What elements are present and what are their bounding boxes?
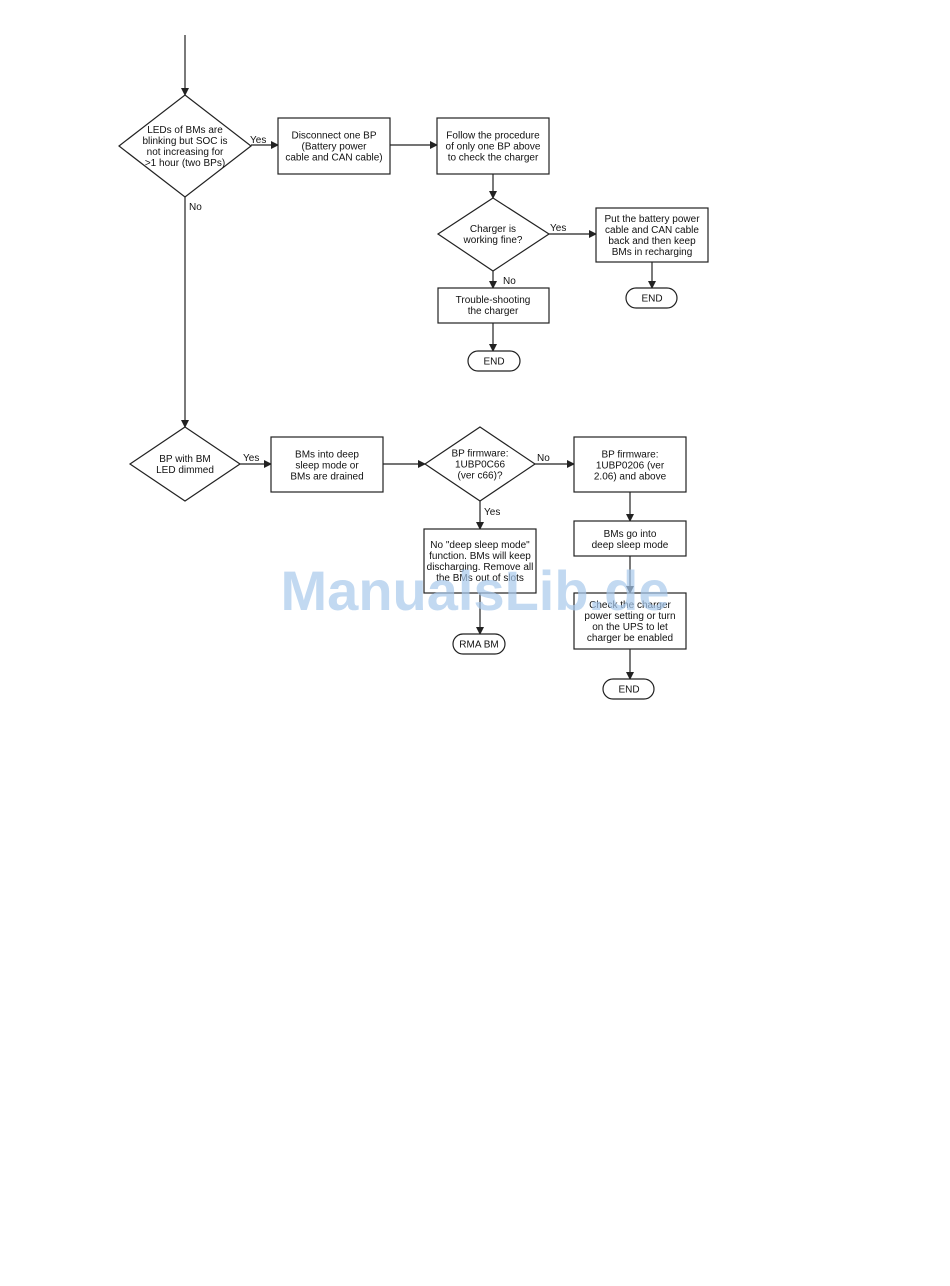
node-text-line: the BMs out of slots [436,573,524,584]
node-text-line: on the UPS to let [592,622,668,633]
node-text-line: END [483,357,504,368]
node-text-line: END [618,685,639,696]
node-text-line: RMA BM [459,640,498,651]
decision-bp-firmware-text: BP firmware:1UBP0C66(ver c66)? [451,449,508,482]
node-text-line: working fine? [463,235,523,246]
node-text-line: (Battery power [301,142,367,153]
decision-bp-firmware [423,426,537,502]
node-text-line: BMs go into [604,529,657,540]
terminal-end-2-text: END [483,357,504,368]
node-text-line: power setting or turn [584,611,675,622]
node-text-line: to check the charger [448,153,539,164]
node-text-line: BMs in recharging [612,247,693,258]
node-text-line: >1 hour (two BPs) [145,158,225,169]
node-text-line: cable and CAN cable [605,225,699,236]
process-no-deep-sleep-function [423,528,537,594]
process-troubleshoot-charger [437,287,550,324]
process-bms-go-deep-sleep [573,520,687,557]
label-dimmed-yes: Yes [243,453,259,464]
process-bms-deep-sleep-drained [270,436,384,493]
node-text-line: (ver c66)? [457,471,502,482]
label-leds-yes: Yes [250,135,266,146]
node-text-line: LEDs of BMs are [147,125,223,136]
edges [181,35,656,680]
node-text-line: Disconnect one BP [291,131,376,142]
node-text-line: back and then keep [608,236,696,247]
node-text-line: 1UBP0206 (ver [596,461,665,472]
node-text-line: the charger [468,306,519,317]
node-text-line: BP firmware: [601,450,658,461]
node-text-line: function. BMs will keep [429,551,531,562]
node-text-line: 2.06) and above [594,472,667,483]
node-text-line: charger be enabled [587,633,673,644]
node-text-line: deep sleep mode [592,540,669,551]
node-text-line: Charger is [470,224,516,235]
node-text-line: BP with BM [159,454,211,465]
process-disconnect-bp [277,117,391,175]
process-no-deep-sleep-function-text: No "deep sleep mode"function. BMs will k… [427,540,534,584]
decision-charger-working [436,197,551,272]
node-text-line: sleep mode or [295,461,359,472]
node-text-line: blinking but SOC is [142,136,227,147]
process-bp-firmware-206 [573,436,687,493]
label-leds-no: No [189,202,202,213]
label-charger-yes: Yes [550,223,566,234]
node-text-line: BMs into deep [295,450,359,461]
node-text-line: END [641,294,662,305]
node-text-line: Put the battery power [604,214,700,225]
label-firmware-yes: Yes [484,507,500,518]
process-follow-procedure [436,117,550,175]
terminal-end-3-text: END [618,685,639,696]
node-text-line: of only one BP above [446,142,541,153]
process-put-cable-back [595,207,709,263]
node-text-line: cable and CAN cable) [285,153,382,164]
node-text-line: discharging. Remove all [427,562,534,573]
terminal-end-1 [625,287,678,309]
node-text-line: Trouble-shooting [456,295,531,306]
node-text-line: BMs are drained [290,472,363,483]
node-text-line: 1UBP0C66 [455,460,505,471]
process-check-charger-power [573,592,687,650]
terminal-end-2 [467,350,521,372]
node-text-line: LED dimmed [156,465,214,476]
node-text-line: not increasing for [147,147,224,158]
terminal-rma-bm-text: RMA BM [459,640,498,651]
terminal-end-3 [602,678,655,700]
label-firmware-no: No [537,453,550,464]
decision-bp-led-dimmed [128,426,242,502]
watermark: ManualsLib.de [281,559,670,622]
node-text-line: No "deep sleep mode" [430,540,530,551]
edge-labels: Yes No Yes No Yes No Yes [189,135,566,518]
node-text-line: Follow the procedure [446,131,540,142]
terminal-rma-bm [452,633,506,655]
node-text-line: BP firmware: [451,449,508,460]
node-text-line: Check the charger [589,600,671,611]
terminal-end-1-text: END [641,294,662,305]
label-charger-no: No [503,276,516,287]
decision-leds-blinking [118,94,252,198]
